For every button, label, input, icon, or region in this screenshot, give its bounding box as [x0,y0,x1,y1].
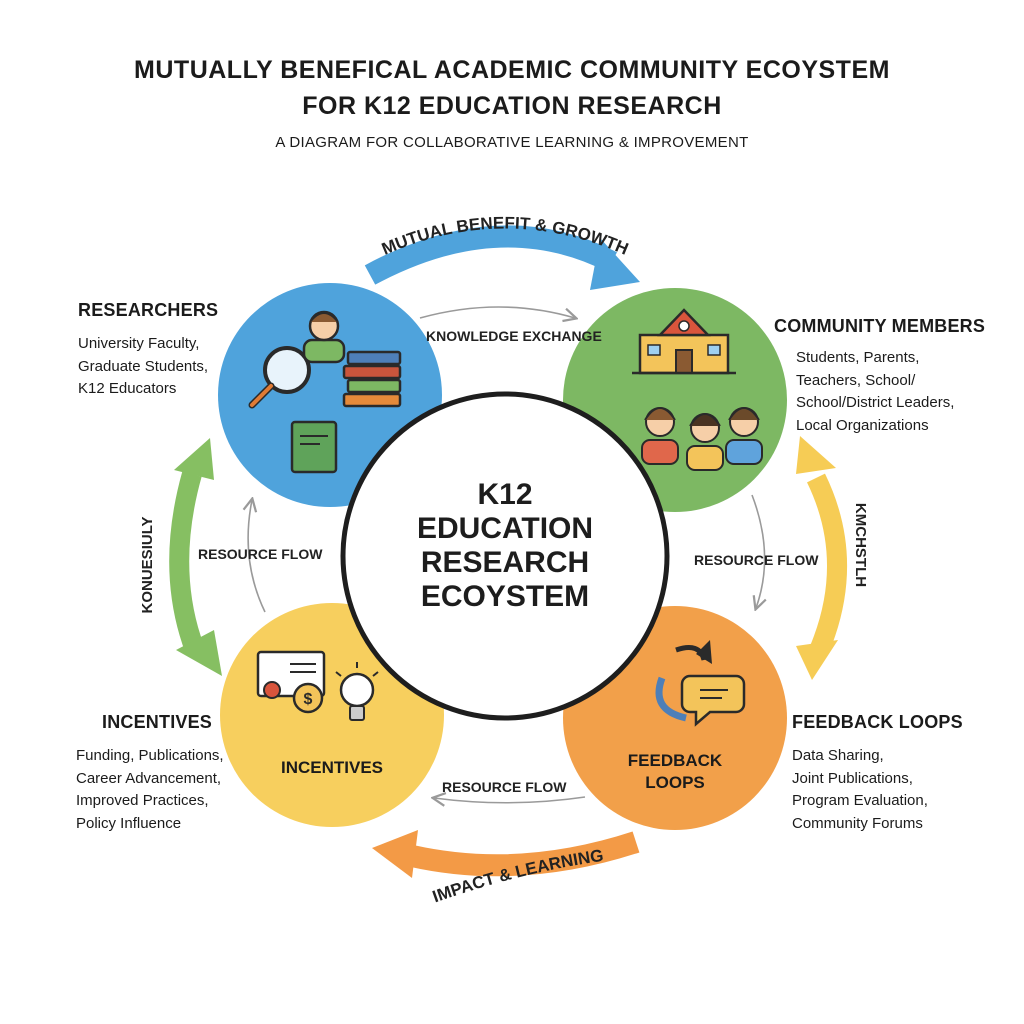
lightbulb-icon [335,662,379,721]
community-people-icon [641,407,763,471]
diagram-subtitle: A DIAGRAM FOR COLLABORATIVE LEARNING & I… [275,134,749,151]
list-item: Community Forums [792,814,923,832]
list-item: Program Evaluation, [792,792,928,809]
bottom-arc-arrow [372,830,640,878]
diagram-title-line1: MUTUALLY BENEFICAL ACADEMIC COMMUNITY EC… [134,56,890,84]
magnifier-icon [248,346,311,409]
incentives-heading: INCENTIVES [102,712,213,732]
list-item: Data Sharing, [792,747,884,764]
top-arc-arrow [364,225,640,290]
researcher-person-icon [302,310,346,364]
refresh-cycle-icon [655,640,712,722]
resource-flow-bottom-label: RESOURCE FLOW [442,779,567,795]
list-item: University Faculty, [78,335,200,352]
feedback-circle-label: FEEDBACK LOOPS [620,750,730,794]
center-label-line: EDUCATION [416,512,594,545]
resource-flow-right-arrow [751,494,765,608]
feedback-heading: FEEDBACK LOOPS [792,712,963,732]
list-item: Graduate Students, [78,357,209,375]
list-item: Students, Parents, [796,349,920,366]
feedback-circle-label-line: LOOPS [645,773,705,792]
list-item: Funding, Publications, [76,747,224,764]
notebook-icon [290,420,338,474]
book-stack-icon [342,350,402,408]
right-arc-arrow [796,436,847,680]
list-item: Career Advancement, [76,769,222,787]
left-arc-arrow [169,438,222,676]
incentives-circle-label: INCENTIVES [280,758,384,777]
diagram-title-line2: FOR K12 EDUCATION RESEARCH [302,92,722,120]
left-arc-label: KONUESIULY [139,517,156,614]
list-item: K12 Educators [78,380,177,397]
center-circle [340,391,670,721]
resource-flow-left-arrow [248,500,266,613]
chat-bubble-icon [680,674,746,727]
center-label-line: K12 [477,478,533,511]
community-heading: COMMUNITY MEMBERS [774,316,986,336]
list-item: Teachers, School/ [796,371,916,389]
center-label-line: RESEARCH [420,546,590,579]
resource-flow-bottom-arrow [434,797,586,803]
incentives-list: Funding, Publications, Career Advancemen… [76,745,224,835]
school-building-icon [632,308,736,375]
list-item: Improved Practices, [76,792,209,809]
svg-text:$: $ [304,691,313,708]
right-arc-label: KMCHSTLH [852,503,869,587]
list-item: Local Organizations [796,416,929,434]
list-item: Joint Publications, [792,769,913,787]
feedback-circle-label-line: FEEDBACK [627,751,723,770]
resource-flow-right-label: RESOURCE FLOW [694,552,819,568]
community-list: Students, Parents, Teachers, School/ Sch… [796,347,954,437]
researchers-list: University Faculty, Graduate Students, K… [78,333,208,401]
dollar-coin-icon: $ [292,682,324,714]
center-label: K12 EDUCATION RESEARCH ECOYSTEM [370,478,640,614]
knowledge-exchange-label: KNOWLEDGE EXCHANGE [426,328,602,344]
researchers-heading: RESEARCHERS [78,300,219,320]
list-item: Policy Influence [76,814,182,832]
feedback-list: Data Sharing, Joint Publications, Progra… [792,745,928,835]
knowledge-exchange-arrow [419,306,575,318]
list-item: School/District Leaders, [796,394,955,411]
resource-flow-left-label: RESOURCE FLOW [198,546,323,562]
center-label-line: ECOYSTEM [420,580,590,613]
